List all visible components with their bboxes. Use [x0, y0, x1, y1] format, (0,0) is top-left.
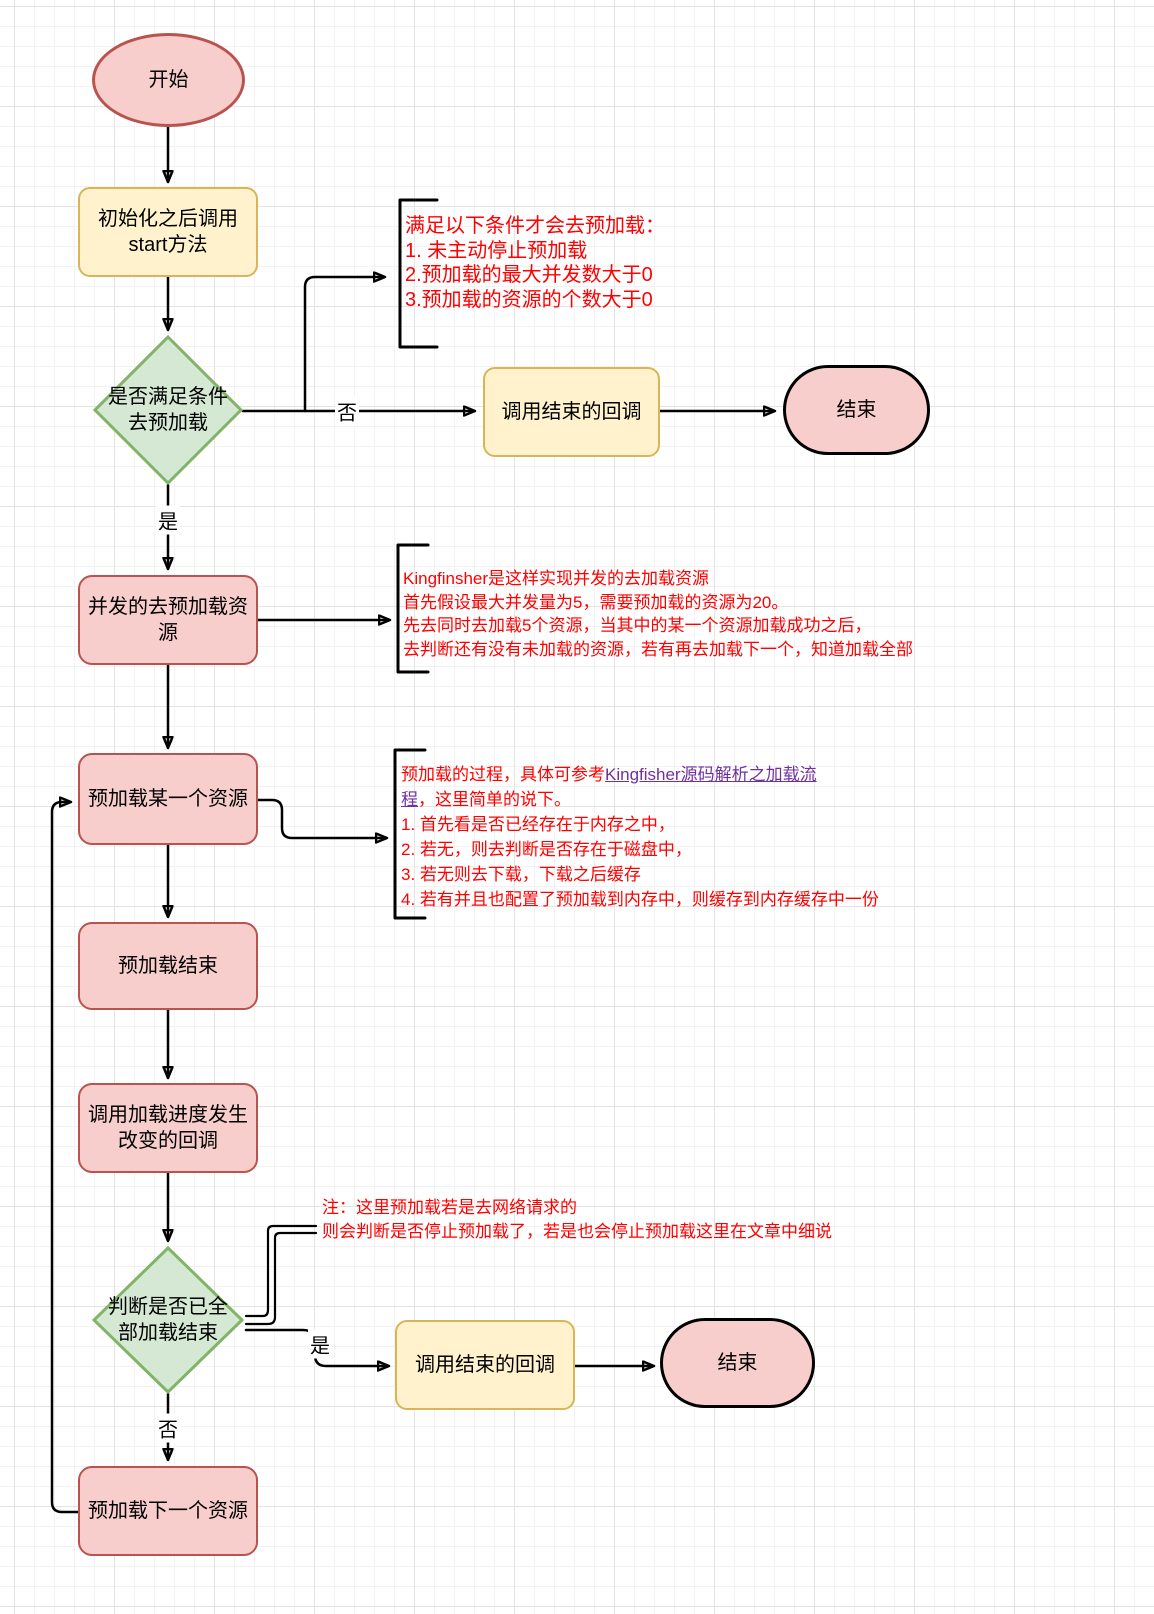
node-init-start-label: 初始化之后调用 start方法: [98, 208, 238, 256]
node-end-callback-1: 调用结束的回调: [483, 367, 660, 457]
annotation-note: 注：这里预加载若是去网络请求的 则会判断是否停止预加载了，若是也会停止预加载这里…: [322, 1196, 832, 1244]
node-init-start: 初始化之后调用 start方法: [78, 187, 258, 277]
edge-label-check-no: 否: [335, 396, 359, 426]
annotation-line: 2. 若无，则去判断是否存在于磁盘中，: [401, 840, 692, 859]
edge-label-alldone-no: 否: [156, 1413, 180, 1443]
bracket-process: [393, 748, 427, 920]
annotation-text-before-link: 预加载的过程，具体可参考: [401, 765, 605, 784]
node-preload-done-label: 预加载结束: [118, 955, 218, 977]
annotation-line: 3. 若无则去下载，下载之后缓存: [401, 865, 641, 884]
annotation-line: 满足以下条件才会去预加载：: [405, 215, 665, 237]
annotation-paragraph: 预加载的过程，具体可参考Kingfisher源码解析之加载流程，这里简单的说下。: [401, 762, 842, 812]
node-preload-next: 预加载下一个资源: [78, 1466, 258, 1556]
node-check-conditions-label: 是否满足条件 去预加载: [108, 386, 228, 434]
annotation-conditions: 满足以下条件才会去预加载： 1. 未主动停止预加载 2.预加载的最大并发数大于0…: [405, 214, 665, 312]
node-preload-next-label: 预加载下一个资源: [88, 1500, 248, 1522]
node-check-conditions: 是否满足条件 去预加载: [93, 335, 243, 485]
node-check-all-done: 判断是否已全 部加载结束: [92, 1246, 244, 1394]
bracket-conditions: [398, 198, 439, 349]
node-preload-one-label: 预加载某一个资源: [88, 788, 248, 810]
bracket-concurrency: [396, 543, 430, 674]
annotation-text-after-link: ，这里简单的说下。: [418, 790, 571, 809]
annotation-line: 先去同时去加载5个资源，当其中的某一个资源加载成功之后，: [403, 616, 872, 636]
node-end-callback-2-label: 调用结束的回调: [415, 1354, 555, 1376]
annotation-line: 1. 未主动停止预加载: [405, 239, 588, 262]
node-end-callback-1-label: 调用结束的回调: [501, 401, 642, 423]
node-preload-done: 预加载结束: [78, 922, 258, 1010]
node-concurrent-preload-label: 并发的去预加载资 源: [88, 596, 248, 644]
kingfisher-article-link[interactable]: Kingfisher源码解析之加载流程: [401, 765, 817, 809]
annotation-line: 2.预加载的最大并发数大于0: [405, 264, 653, 286]
edge-label-check-yes: 是: [156, 505, 180, 535]
edge-note-double-line-2: [244, 1231, 318, 1326]
edge-label-alldone-yes: 是: [308, 1329, 332, 1359]
annotation-line: 1. 首先看是否已经存在于内存之中，: [401, 815, 675, 834]
node-start: 开始: [92, 33, 245, 127]
annotation-concurrency: Kingfinsher是这样实现并发的去加载资源 首先假设最大并发量为5，需要预…: [403, 567, 913, 662]
node-end-1-label: 结束: [836, 399, 877, 421]
node-start-label: 开始: [148, 69, 189, 91]
annotation-process: 预加载的过程，具体可参考Kingfisher源码解析之加载流程，这里简单的说下。…: [401, 762, 879, 912]
node-progress-callback: 调用加载进度发生 改变的回调: [78, 1083, 258, 1173]
edge-note-double-line-1: [244, 1224, 318, 1318]
annotation-line: 注：这里预加载若是去网络请求的: [322, 1198, 577, 1217]
node-progress-callback-label: 调用加载进度发生 改变的回调: [88, 1104, 248, 1152]
edge-loop-preloadnext-preloadone: [50, 802, 80, 1514]
edge-branch-conditions-annotation: [303, 277, 384, 413]
annotation-line: 3.预加载的资源的个数大于0: [405, 288, 653, 311]
node-end-callback-2: 调用结束的回调: [395, 1320, 575, 1410]
annotation-line: 4. 若有并且也配置了预加载到内存中，则缓存到内存缓存中一份: [401, 890, 879, 909]
node-end-2-label: 结束: [717, 1352, 758, 1374]
node-end-1: 结束: [783, 365, 930, 455]
diamond-shape: [93, 335, 243, 485]
annotation-line: 去判断还有没有未加载的资源，若有再去加载下一个，知道加载全部: [403, 640, 913, 660]
diamond-shape: [92, 1246, 244, 1394]
annotation-line: 则会判断是否停止预加载了，若是也会停止预加载这里在文章中细说: [322, 1222, 832, 1241]
annotation-line: Kingfinsher是这样实现并发的去加载资源: [403, 569, 710, 588]
node-end-2: 结束: [660, 1318, 815, 1408]
edge-preloadone-annotation: [256, 798, 386, 838]
node-concurrent-preload: 并发的去预加载资 源: [78, 575, 258, 665]
node-check-all-done-label: 判断是否已全 部加载结束: [108, 1296, 228, 1344]
annotation-line: 首先假设最大并发量为5，需要预加载的资源为20。: [403, 592, 789, 612]
node-preload-one: 预加载某一个资源: [78, 753, 258, 845]
